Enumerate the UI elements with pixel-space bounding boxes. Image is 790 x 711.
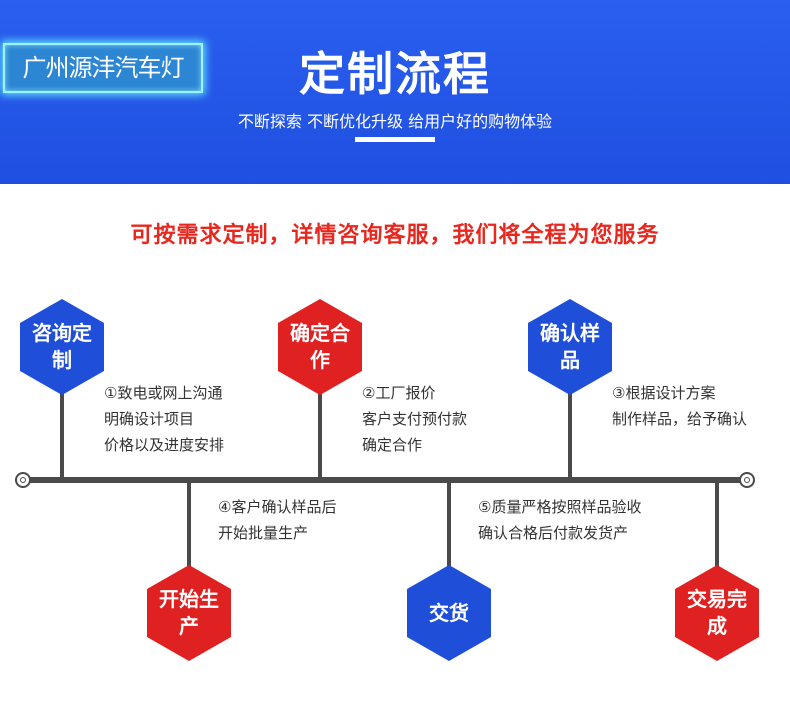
step-1-desc-line: ①致电或网上沟通 (104, 384, 223, 402)
step-4-desc-line: ④客户确认样品后 (218, 498, 337, 516)
step-1-desc-line: 明确设计项目 (104, 410, 195, 428)
step-5-stem (447, 480, 451, 575)
step-5-hexagon: 交货 (407, 565, 491, 661)
process-timeline (30, 477, 746, 483)
step-3-label: 确认样品 (540, 321, 600, 372)
step-4-stem (187, 480, 191, 575)
step-2-desc-line: ②工厂报价 (362, 384, 436, 402)
step-4-desc-line: 开始批量生产 (218, 524, 309, 542)
header-banner: 广州源沣汽车灯 定制流程 不断探索 不断优化升级 给用户好的购物体验 (0, 0, 790, 184)
title-underline-divider (355, 137, 435, 142)
page-title: 定制流程 (299, 47, 491, 101)
step-6-desc-line: ⑤质量严格按照样品验收 (478, 498, 642, 516)
step-4-hexagon: 开始生产 (147, 565, 231, 661)
step-6-stem (715, 480, 719, 575)
step-1-desc-line: 价格以及进度安排 (104, 436, 225, 454)
step-4-label: 开始生产 (159, 587, 219, 638)
step-3-hexagon: 确认样品 (528, 299, 612, 395)
step-3-stem (568, 385, 572, 480)
step-6-hexagon: 交易完成 (675, 565, 759, 661)
step-2-label: 确定合作 (290, 321, 350, 372)
step-3-desc-line: 制作样品，给予确认 (612, 410, 748, 428)
step-1-description: ①致电或网上沟通 明确设计项目 价格以及进度安排 (104, 380, 224, 458)
page-subtitle: 不断探索 不断优化升级 给用户好的购物体验 (237, 112, 553, 131)
step-6-description: ⑤质量严格按照样品验收 确认合格后付款发货产 (478, 494, 641, 546)
step-1-hexagon: 咨询定制 (20, 299, 104, 395)
step-2-desc-line: 确定合作 (362, 436, 423, 454)
step-2-desc-line: 客户支付预付款 (362, 410, 468, 428)
timeline-start-cap-icon (15, 472, 31, 488)
step-3-desc-line: ③根据设计方案 (612, 384, 716, 402)
step-1-stem (60, 385, 64, 480)
step-3-description: ③根据设计方案 制作样品，给予确认 (612, 380, 747, 432)
step-5-label: 交货 (429, 600, 469, 625)
step-4-description: ④客户确认样品后 开始批量生产 (218, 494, 336, 546)
timeline-end-cap-icon (739, 472, 755, 488)
step-6-desc-line: 确认合格后付款发货产 (478, 524, 629, 542)
step-6-label: 交易完成 (687, 587, 747, 638)
step-1-label: 咨询定制 (32, 321, 92, 372)
step-2-stem (318, 385, 322, 480)
brand-logo-badge: 广州源沣汽车灯 (3, 43, 203, 93)
step-2-hexagon: 确定合作 (278, 299, 362, 395)
service-tagline: 可按需求定制，详情咨询客服，我们将全程为您服务 (130, 223, 660, 248)
step-2-description: ②工厂报价 客户支付预付款 确定合作 (362, 380, 467, 458)
